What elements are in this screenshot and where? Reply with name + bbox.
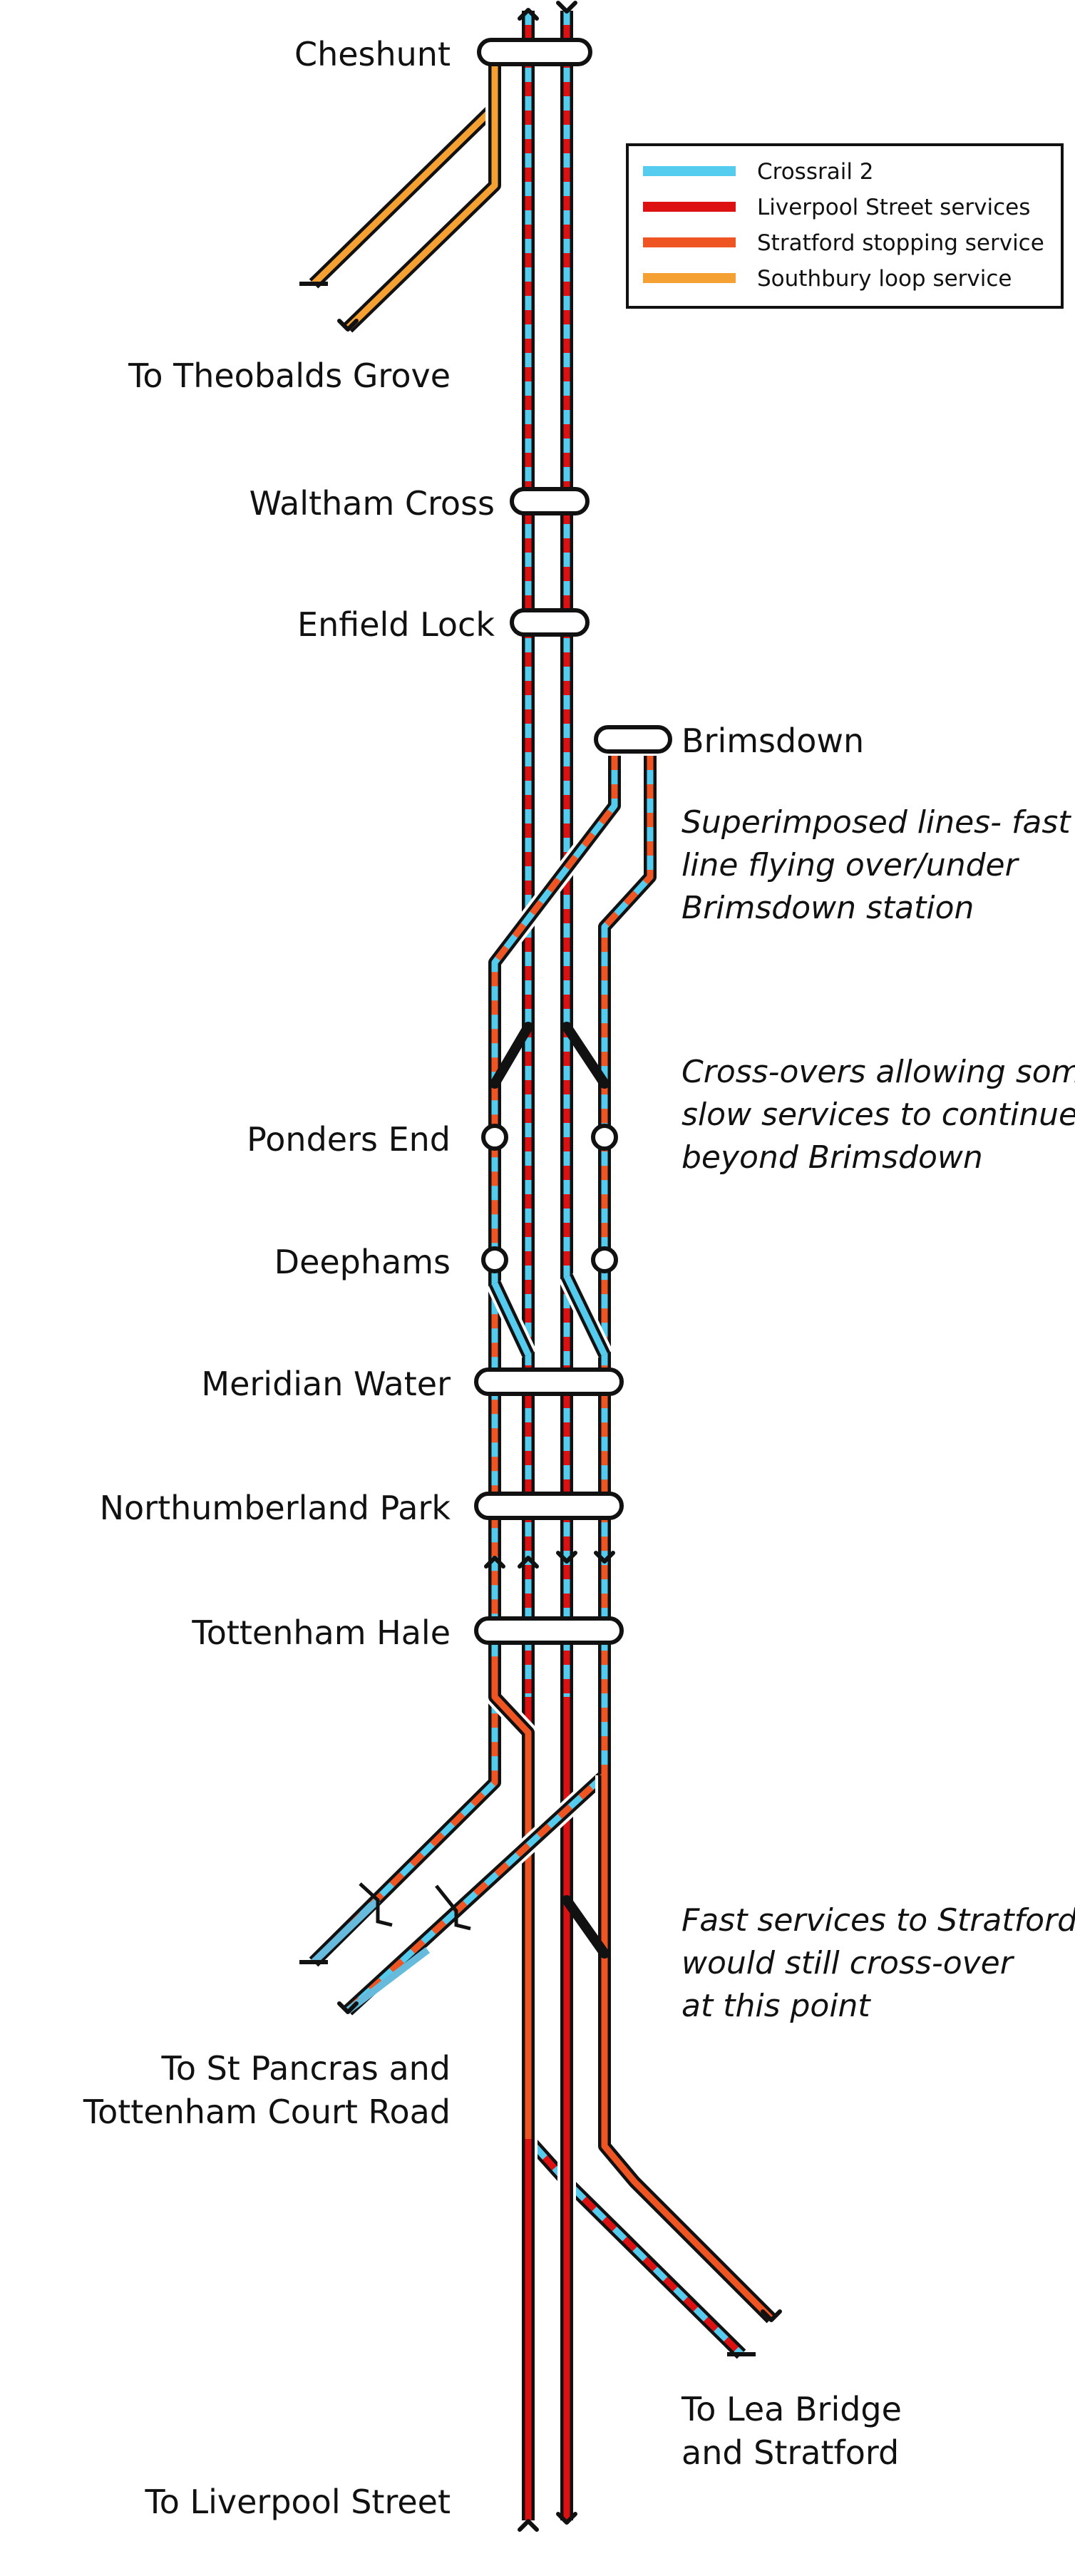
station-label-brimsdown: Brimsdown [681,722,864,760]
siding-mark-east [435,1884,471,1931]
station-label-deephams: Deephams [274,1243,451,1281]
crossover-fast-stratford [562,1895,609,1959]
arrow-up-west-bottom [518,2519,539,2532]
arrow-down-east-bottom [556,2512,577,2525]
note-superimposed-line2: line flying over/under [681,847,1020,883]
dir-arrow-down-2 [594,1551,615,1564]
note-fast-stratford-line3: at this point [681,1988,871,2024]
note-superimposed-line1: Superimposed lines- fast [681,804,1071,841]
slow-line-east-lower-orange [595,1775,778,2326]
destination-lea-bridge-line1: To Lea Bridge [681,2390,902,2428]
siding-mark-west [359,1882,393,1927]
station-label-meridian-water: Meridian Water [201,1365,451,1403]
southbury-arrow-down [337,319,359,332]
note-crossovers-line3: beyond Brimsdown [681,1139,983,1176]
slow-line-east [341,756,659,2018]
legend-label-southbury-loop: Southbury loop service [757,266,1012,292]
station-marker-ponders-end-west [481,1124,508,1151]
slow-line-west [307,756,624,1969]
note-crossovers-line2: slow services to continue [681,1097,1075,1133]
station-marker-ponders-end-east [591,1124,618,1151]
lea-bridge-arrow-down [761,2309,782,2322]
station-label-tottenham-hale: Tottenham Hale [191,1613,451,1652]
arrow-down-east-top [556,1,577,14]
meridian-west-join [486,1279,537,1359]
legend-label-stratford-stopping: Stratford stopping service [757,230,1044,256]
station-marker-meridian-water [474,1367,624,1396]
st-pancras-tail-east [345,1947,431,2013]
station-marker-cheshunt [477,38,592,66]
destination-liverpool-street: To Liverpool Street [144,2483,451,2521]
station-label-ponders-end: Ponders End [247,1120,451,1159]
note-crossovers-line1: Cross-overs allowing some [681,1054,1075,1090]
fast-line-west [519,11,749,2361]
station-label-enfield-lock: Enfield Lock [297,605,495,644]
legend: Crossrail 2 Liverpool Street services St… [626,143,1064,309]
station-label-northumberland-park: Northumberland Park [100,1489,451,1527]
southbury-track-west [307,61,504,291]
station-label-cheshunt: Cheshunt [294,35,451,73]
slow-line-west-lower-orange [485,1661,538,2139]
dir-arrow-up-1 [484,1556,505,1569]
station-marker-deephams-west [481,1246,508,1273]
station-marker-waltham-cross [510,487,590,515]
legend-label-liverpool-street: Liverpool Street services [757,195,1030,220]
dir-arrow-up-2 [518,1556,539,1569]
dir-arrow-down-1 [556,1551,577,1564]
station-marker-northumberland-park [474,1492,624,1520]
stations-layer [474,38,672,1645]
legend-label-crossrail-2: Crossrail 2 [757,159,874,185]
crossover-west-brimsdown [490,1022,533,1089]
station-label-waltham-cross: Waltham Cross [250,484,495,523]
southbury-track-east [341,61,504,335]
note-fast-stratford-line1: Fast services to Stratford [681,1902,1075,1939]
destination-st-pancras-line2: Tottenham Court Road [83,2093,451,2131]
destination-st-pancras-line1: To St Pancras and [161,2049,451,2088]
destination-theobalds-grove: To Theobalds Grove [128,356,451,395]
st-pancras-tail-west [311,1897,381,1965]
destination-lea-bridge-line2: and Stratford [681,2433,899,2472]
station-marker-enfield-lock [510,608,590,637]
station-marker-deephams-east [591,1246,618,1273]
meridian-east-join [558,1272,613,1359]
note-fast-stratford-line2: would still cross-over [681,1945,1015,1981]
station-marker-tottenham-hale [474,1616,624,1645]
arrow-up-west-top [518,8,539,21]
note-superimposed-line3: Brimsdown station [681,890,974,926]
st-pancras-arrow-down [337,2001,359,2014]
tracks-layer [299,1,782,2532]
station-marker-brimsdown [594,725,672,754]
crossover-east-brimsdown [562,1022,609,1089]
